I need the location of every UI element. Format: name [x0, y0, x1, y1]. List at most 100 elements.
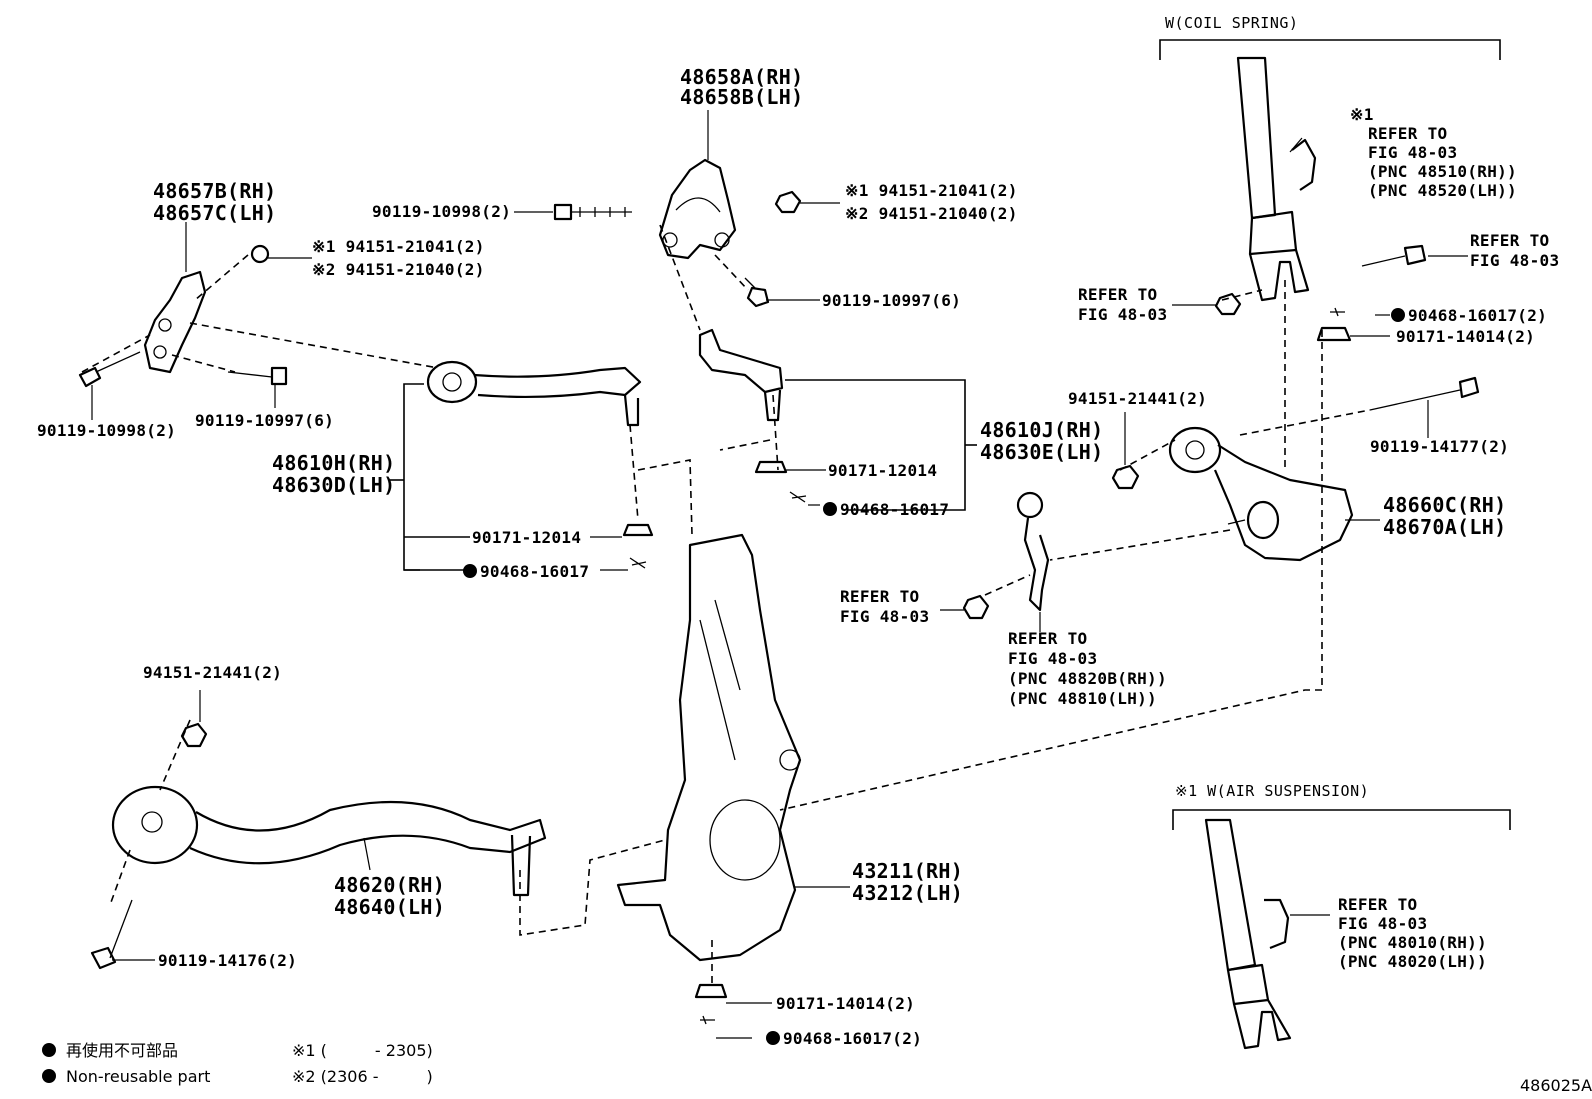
- label-refer-bolt-2: FIG 48-03: [1470, 251, 1559, 270]
- shock-absorber-air-part: [1204, 818, 1292, 1050]
- bolt-10998-left-part: [78, 351, 141, 388]
- label-48610h: 48610H(RH): [272, 451, 395, 475]
- coil-spring-header: W(COIL SPRING): [1165, 14, 1298, 32]
- label-48670a: 48670A(LH): [1383, 515, 1506, 539]
- label-refer-shock-1: ※1: [1350, 105, 1374, 124]
- label-refer-air-3: (PNC 48010(RH)): [1338, 933, 1487, 952]
- label-48657c: 48657C(LH): [153, 201, 276, 225]
- shock-absorber-coil-part: [1236, 56, 1317, 302]
- non-reusable-dot-icon: [766, 1031, 780, 1045]
- label-bolt-10998-top: 90119-10998(2): [372, 202, 511, 221]
- non-reusable-dot-icon: [823, 502, 837, 516]
- nut-21441-right-part: [1111, 464, 1140, 490]
- label-48610j: 48610J(RH): [980, 418, 1103, 442]
- label-nut-s1-top: ※1 94151-21041(2): [845, 181, 1018, 200]
- label-bolt-14176: 90119-14176(2): [158, 951, 297, 970]
- label-48658a: 48658A(RH): [680, 65, 803, 89]
- label-pin-16017-left: 90468-16017: [480, 562, 589, 581]
- upper-arm-bracket-part: [658, 158, 737, 260]
- upper-arm-48610h-part: [426, 360, 642, 427]
- assembly-dashed-lines: [81, 224, 1371, 985]
- stab-nut-part: [962, 594, 990, 620]
- legend-s1: ※1 ( - 2305): [292, 1041, 433, 1060]
- bracket-48657-part: [143, 270, 207, 374]
- label-48640: 48640(LH): [334, 895, 445, 919]
- cotter-pin-right-part: [789, 491, 807, 503]
- label-nut-12014-left: 90171-12014: [472, 528, 581, 547]
- nut-14014-right-part: [1316, 326, 1352, 342]
- legend-en: Non-reusable part: [66, 1067, 210, 1086]
- label-refer-stab-nut-1: REFER TO: [840, 587, 919, 606]
- label-refer-air-2: FIG 48-03: [1338, 914, 1427, 933]
- label-refer-shock-4: (PNC 48510(RH)): [1368, 162, 1517, 181]
- bolt-14176-part: [90, 899, 133, 970]
- label-bolt-10997-top: 90119-10997(6): [822, 291, 961, 310]
- label-refer-shock-2: REFER TO: [1368, 124, 1447, 143]
- cotter-pin-left-part: [629, 557, 647, 569]
- label-refer-air-1: REFER TO: [1338, 895, 1417, 914]
- label-nut-12014-right: 90171-12014: [828, 461, 937, 480]
- non-reusable-dot-icon: [463, 564, 477, 578]
- label-refer-air-4: (PNC 48020(LH)): [1338, 952, 1487, 971]
- label-pin-16017-right: 90468-16017: [840, 500, 949, 519]
- label-refer-stab-nut-2: FIG 48-03: [840, 607, 929, 626]
- legend-dot-icon: [42, 1069, 56, 1083]
- label-pin-16017-b: 90468-16017(2): [783, 1029, 922, 1048]
- bolt-10998-top-part: [553, 203, 632, 221]
- group-brackets: [390, 39, 1511, 830]
- label-refer-link-3: (PNC 48820B(RH)): [1008, 669, 1167, 688]
- bolt-10997-left-part: [227, 366, 288, 386]
- label-refer-shock-5: (PNC 48520(LH)): [1368, 181, 1517, 200]
- legend-jp: 再使用不可部品: [66, 1041, 178, 1060]
- upper-arm-48610j-part: [698, 328, 784, 422]
- nut-refer-part: [1214, 292, 1242, 316]
- label-48630e: 48630E(LH): [980, 440, 1103, 464]
- nut-top-right-part: [774, 190, 802, 214]
- castle-nut-right-part: [754, 460, 788, 474]
- label-43211: 43211(RH): [852, 859, 963, 883]
- non-reusable-dot-icon: [1391, 308, 1405, 322]
- pin-16017-right-part: [1330, 307, 1345, 317]
- label-48630d: 48630D(LH): [272, 473, 395, 497]
- nut-left-part: [250, 244, 270, 264]
- label-refer-nut-2: FIG 48-03: [1078, 305, 1167, 324]
- label-refer-nut-1: REFER TO: [1078, 285, 1157, 304]
- label-bolt-14177: 90119-14177(2): [1370, 437, 1509, 456]
- nut-14014-bottom-part: [694, 983, 728, 999]
- label-nut-14014-r: 90171-14014(2): [1396, 327, 1535, 346]
- castle-nut-left-part: [622, 523, 654, 537]
- label-48660c: 48660C(RH): [1383, 493, 1506, 517]
- label-refer-link-1: REFER TO: [1008, 629, 1087, 648]
- bolt-refer-part: [1361, 244, 1427, 267]
- label-refer-shock-3: FIG 48-03: [1368, 143, 1457, 162]
- label-48620: 48620(RH): [334, 873, 445, 897]
- label-43212: 43212(LH): [852, 881, 963, 905]
- legend-s2: ※2 (2306 - ): [292, 1067, 433, 1086]
- pin-16017-bottom-part: [700, 1015, 715, 1025]
- stabilizer-link-part: [1016, 491, 1050, 612]
- lower-arm-48620-part: [111, 785, 547, 897]
- label-nut-21441-r: 94151-21441(2): [1068, 389, 1207, 408]
- label-nut-s2-left: ※2 94151-21040(2): [312, 260, 485, 279]
- nut-21441-left-part: [180, 722, 208, 748]
- lower-arm-48660-part: [1168, 426, 1354, 562]
- air-suspension-header: ※1 W(AIR SUSPENSION): [1175, 782, 1369, 800]
- label-nut-s2-top: ※2 94151-21040(2): [845, 204, 1018, 223]
- label-48657b: 48657B(RH): [153, 179, 276, 203]
- legend-dot-icon: [42, 1043, 56, 1057]
- bolt-14177-part: [1369, 376, 1480, 411]
- leader-lines: [91, 110, 1468, 1039]
- label-nut-s1-left: ※1 94151-21041(2): [312, 237, 485, 256]
- label-nut-21441-l: 94151-21441(2): [143, 663, 282, 682]
- label-pin-16017-r2: 90468-16017(2): [1408, 306, 1547, 325]
- label-nut-14014-b: 90171-14014(2): [776, 994, 915, 1013]
- label-bolt-10998-left: 90119-10998(2): [37, 421, 176, 440]
- bolt-10997-top-part: [744, 277, 770, 308]
- steering-knuckle-part: [616, 533, 802, 962]
- label-refer-link-2: FIG 48-03: [1008, 649, 1097, 668]
- figure-id: 486025A: [1520, 1076, 1592, 1095]
- label-refer-bolt-1: REFER TO: [1470, 231, 1549, 250]
- label-bolt-10997-left: 90119-10997(6): [195, 411, 334, 430]
- label-refer-link-4: (PNC 48810(LH)): [1008, 689, 1157, 708]
